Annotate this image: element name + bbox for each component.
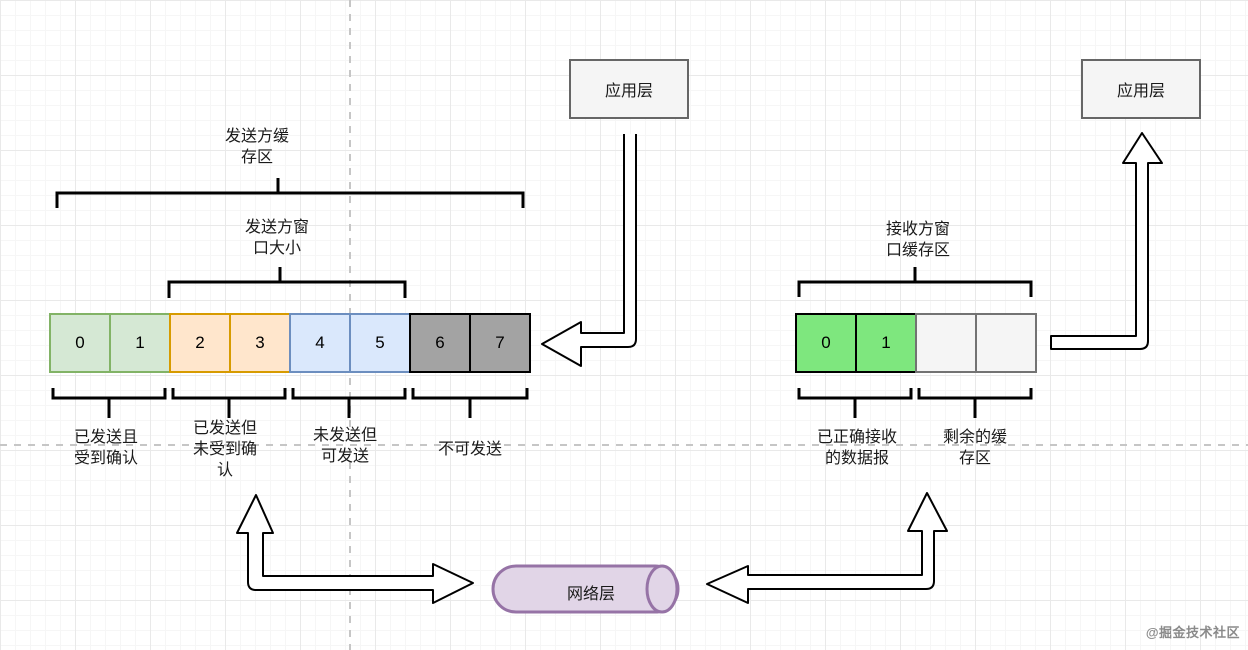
receiver-window-label: 接收方窗口缓存区 xyxy=(885,221,950,259)
sender-cell-4: 4 xyxy=(289,313,351,373)
sender-buffer-brace xyxy=(55,178,525,208)
app-layer-box-left: 应用层 xyxy=(569,59,689,119)
legend-sent-acked: 已发送且受到确认 xyxy=(73,429,138,467)
receiver-cell-3 xyxy=(975,313,1037,373)
sender-cell-5-label: 5 xyxy=(375,333,385,352)
legend-brace-sent-unacked xyxy=(171,388,287,418)
legend-usable: 未发送但可发送 xyxy=(312,427,377,465)
receiver-cell-1-label: 1 xyxy=(881,333,891,352)
sender-cell-1: 1 xyxy=(109,313,171,373)
legend-received: 已正确接收的数据报 xyxy=(816,429,897,467)
sender-cell-0: 0 xyxy=(49,313,111,373)
receiver-cell-2 xyxy=(915,313,977,373)
legend-remaining: 剩余的缓存区 xyxy=(942,429,1007,467)
sender-window-brace xyxy=(167,267,407,298)
sender-cell-2-label: 2 xyxy=(195,333,205,352)
network-cylinder-cap xyxy=(645,564,679,614)
sender-cell-7-label: 7 xyxy=(495,333,505,352)
sender-cell-6-label: 6 xyxy=(435,333,445,352)
app-to-sender-arrow xyxy=(541,134,637,367)
sender-cell-1-label: 1 xyxy=(135,333,145,352)
legend-brace-remaining xyxy=(917,388,1033,418)
receiver-cell-0: 0 xyxy=(795,313,857,373)
receiver-cell-0-label: 0 xyxy=(821,333,831,352)
network-layer-cylinder xyxy=(491,564,680,614)
legend-brace-received xyxy=(797,388,913,418)
app-layer-left-label: 应用层 xyxy=(604,83,653,100)
watermark: @掘金技术社区 xyxy=(1145,625,1240,640)
sender-cell-3: 3 xyxy=(229,313,291,373)
app-layer-right-label: 应用层 xyxy=(1116,83,1165,100)
legend-sent-unacked: 已发送但未受到确认 xyxy=(192,420,257,479)
sender-cell-7: 7 xyxy=(469,313,531,373)
sender-cell-0-label: 0 xyxy=(75,333,85,352)
legend-brace-not-sendable xyxy=(411,388,529,418)
sender-cell-3-label: 3 xyxy=(255,333,265,352)
app-layer-box-right: 应用层 xyxy=(1081,59,1201,119)
sender-window-label: 发送方窗口大小 xyxy=(244,219,309,257)
receiver-cell-1: 1 xyxy=(855,313,917,373)
horizontal-dashed-guide xyxy=(0,444,1248,446)
sender-cell-4-label: 4 xyxy=(315,333,325,352)
legend-brace-usable xyxy=(291,388,407,418)
network-layer-label: 网络层 xyxy=(566,586,615,603)
sender-cell-5: 5 xyxy=(349,313,411,373)
sender-buffer-label: 发送方缓存区 xyxy=(224,128,289,166)
sender-network-double-arrow xyxy=(236,494,474,604)
legend-not-sendable: 不可发送 xyxy=(437,441,502,458)
sender-cell-6: 6 xyxy=(409,313,471,373)
legend-brace-sent-acked xyxy=(51,388,167,418)
network-receiver-double-arrow xyxy=(706,492,948,604)
receiver-to-app-arrow xyxy=(1050,132,1163,350)
sender-cell-2: 2 xyxy=(169,313,231,373)
receiver-window-brace xyxy=(797,267,1033,297)
